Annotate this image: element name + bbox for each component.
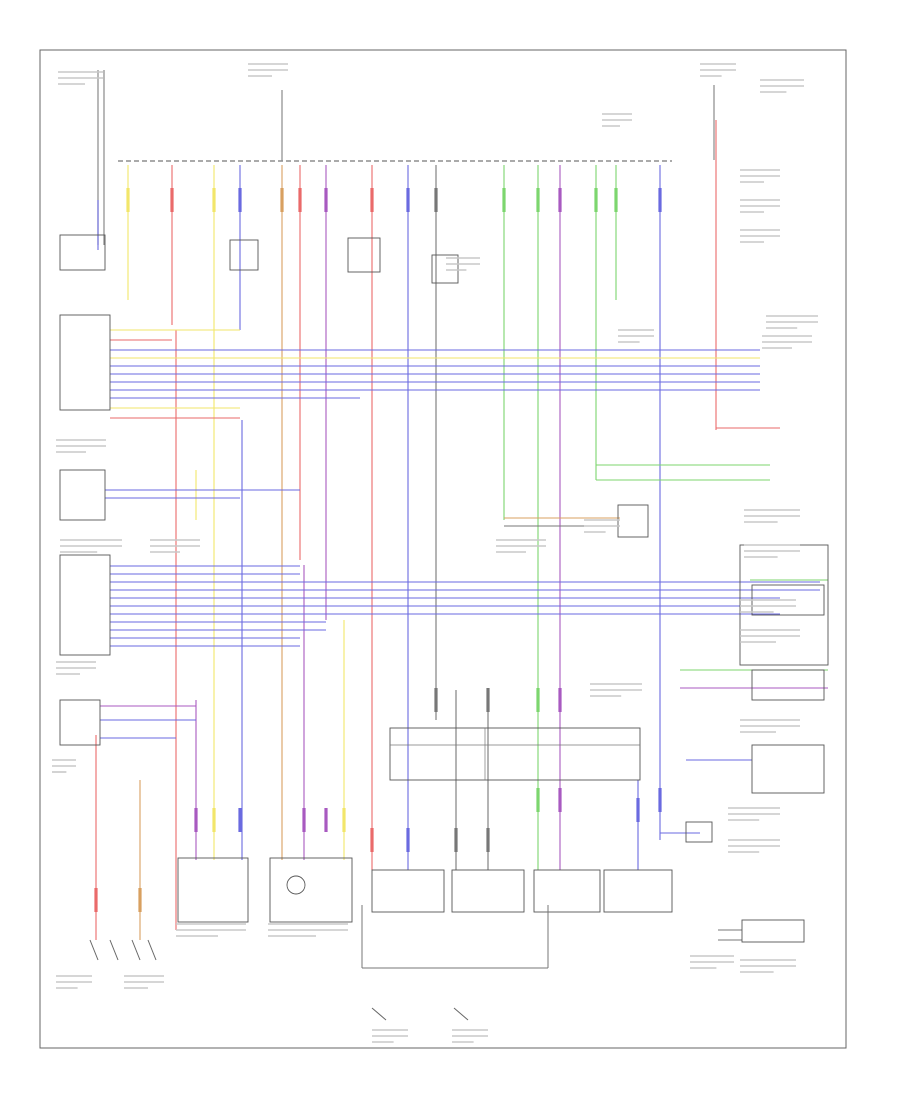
connector-leads xyxy=(94,188,662,912)
left-rear-door-unlock-assembly xyxy=(533,869,601,913)
junction-block-lower xyxy=(59,554,111,656)
right-side-components xyxy=(685,544,829,943)
rear-door-lock-motor xyxy=(751,669,825,701)
ground-points xyxy=(371,1007,469,1021)
relay-boxes xyxy=(229,237,649,538)
courtesy-switches xyxy=(89,939,157,961)
driver-switch-block xyxy=(59,699,101,746)
vertical-wires xyxy=(95,120,717,940)
bottom-lock-assemblies xyxy=(177,857,673,969)
relay-left xyxy=(229,239,259,271)
right-front-lock-motor xyxy=(286,875,306,895)
ignition-switch-block xyxy=(59,234,106,271)
door-control-module xyxy=(389,727,641,781)
fuse-box-right xyxy=(685,821,713,843)
left-rear-lock-assembly xyxy=(371,869,445,913)
illegible-label-marks xyxy=(52,63,818,1043)
right-rear-lock-assembly xyxy=(451,869,525,913)
left-front-door-lock-assembly xyxy=(177,857,249,923)
relay-center xyxy=(347,237,381,273)
power-feed-lines xyxy=(97,70,715,245)
right-actuator-frame xyxy=(739,544,829,666)
left-rear-switch-block xyxy=(59,469,106,521)
left-connector-blocks xyxy=(59,234,111,746)
horizontal-wires xyxy=(100,329,828,941)
junction-block-upper xyxy=(59,314,111,411)
trunk-switch xyxy=(741,919,805,943)
right-front-door-lock-assembly xyxy=(269,857,353,923)
right-rear-door-unlock-assembly xyxy=(603,869,673,913)
diagram-border xyxy=(39,49,847,1049)
relay-right xyxy=(431,254,459,284)
trunk-lock-motor xyxy=(751,744,825,794)
fuel-door-relay xyxy=(617,504,649,538)
